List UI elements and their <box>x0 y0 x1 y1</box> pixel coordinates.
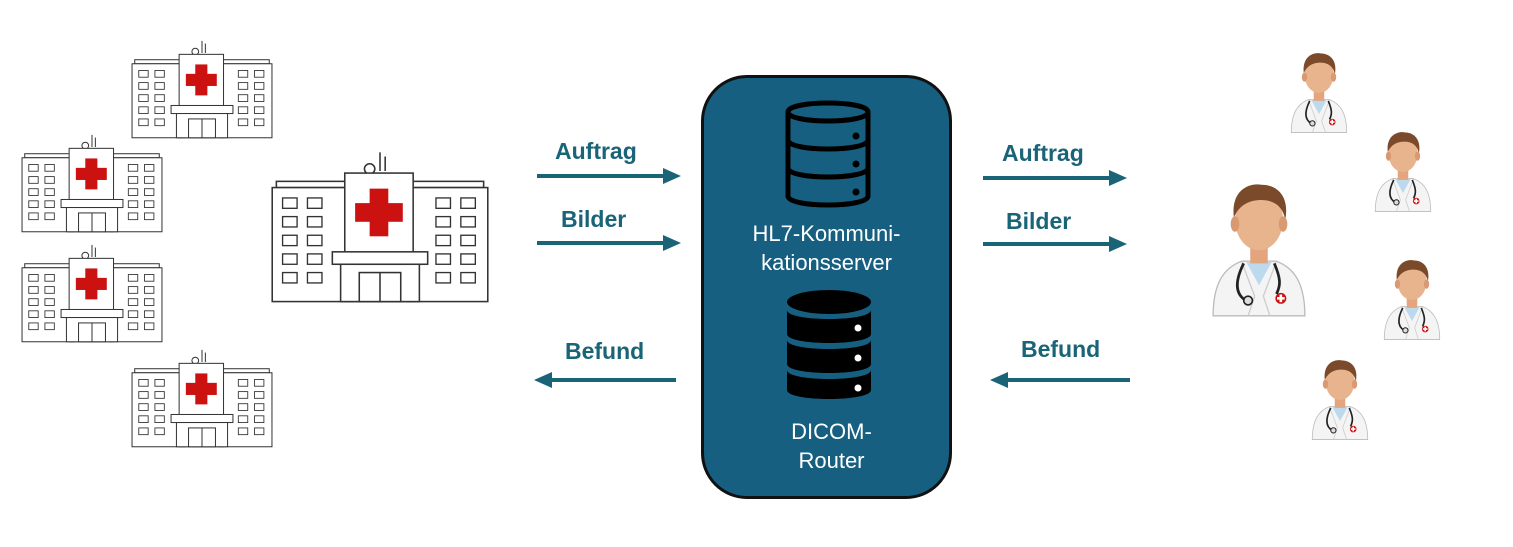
database-solid-icon <box>787 290 871 399</box>
communication-server-box: HL7-Kommuni- kationsserver DICOM- Router <box>701 75 952 499</box>
hl7-label-line1: HL7-Kommuni- <box>752 221 901 246</box>
label-order-right: Auftrag <box>1002 140 1084 166</box>
arrow-right-icon <box>983 236 1127 252</box>
hospital-icon <box>266 142 494 314</box>
hl7-server-label: HL7-Kommuni- kationsserver <box>704 219 949 277</box>
hl7-label-line2: kationsserver <box>761 250 892 275</box>
dicom-router-label: DICOM- Router <box>704 417 959 475</box>
hospital-icon <box>128 346 276 452</box>
arrow-right-icon <box>537 168 681 184</box>
database-outline-icon <box>785 100 871 208</box>
label-report-left: Befund <box>565 338 645 364</box>
label-report-right: Befund <box>1021 336 1101 362</box>
arrow-right-icon <box>983 170 1127 186</box>
doctor-icon <box>1379 255 1445 341</box>
doctor-icon <box>1286 48 1352 134</box>
hospital-icon <box>128 38 276 142</box>
hospital-icon <box>18 130 166 238</box>
label-images-right: Bilder <box>1006 208 1072 234</box>
doctor-icon <box>1307 355 1373 441</box>
doctor-icon <box>1200 176 1318 318</box>
doctor-icon <box>1370 127 1436 213</box>
hospital-icon <box>18 240 166 348</box>
dicom-label-line2: Router <box>798 448 865 473</box>
arrow-left-icon <box>534 372 676 388</box>
arrow-right-icon <box>537 235 681 251</box>
dicom-label-line1: DICOM- <box>791 419 872 444</box>
label-images-left: Bilder <box>561 206 627 232</box>
arrow-left-icon <box>990 372 1130 388</box>
label-order-left: Auftrag <box>555 138 637 164</box>
